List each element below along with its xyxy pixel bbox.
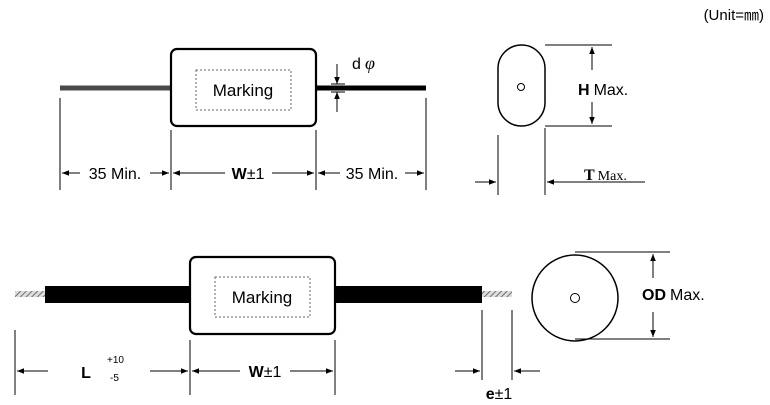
strip-length-tolerance: ±1 xyxy=(495,386,513,403)
unit-note: (Unit=㎜) xyxy=(704,7,764,24)
d-label: d xyxy=(352,56,361,73)
bottom-component: Marking xyxy=(15,255,512,336)
top-component: Marking xyxy=(60,47,426,128)
width-tolerance-bottom: ±1 xyxy=(264,364,282,381)
stripped-lead-right xyxy=(482,291,512,297)
thickness-max: Max. xyxy=(598,169,627,184)
lead-length-symbol: L xyxy=(81,365,91,382)
marking-area-bottom xyxy=(214,276,311,318)
height-max: Max. xyxy=(594,82,629,99)
marking-area xyxy=(195,69,292,111)
lead-diameter-dimension: d φ xyxy=(331,53,375,112)
height-symbol: H xyxy=(578,82,590,99)
lead-length-left: 35 Min. xyxy=(89,166,141,183)
resistor-body xyxy=(169,47,318,128)
phi-symbol: φ xyxy=(365,53,375,73)
width-dimension-bottom: W±1 xyxy=(249,364,282,381)
bottom-extension-lines xyxy=(14,310,513,395)
width-tolerance: ±1 xyxy=(247,166,265,183)
bottom-side-view xyxy=(531,251,670,342)
marking-label: Marking xyxy=(213,81,273,100)
top-side-view xyxy=(475,44,645,195)
width-dimension: W±1 xyxy=(232,166,265,183)
lead-length-right: 35 Min. xyxy=(346,166,398,183)
lead-length-plus-tolerance: +10 xyxy=(107,355,124,366)
outer-diameter-symbol: OD xyxy=(642,287,666,304)
strip-length-symbol: e xyxy=(486,386,495,403)
width-symbol-bottom: W xyxy=(249,364,265,381)
thickness-symbol: T xyxy=(584,167,595,184)
marking-label-bottom: Marking xyxy=(232,288,292,307)
stripped-lead-left xyxy=(15,291,45,297)
center-lead-dot xyxy=(570,293,580,303)
width-symbol: W xyxy=(232,166,248,183)
strip-length-dimension: e±1 xyxy=(486,386,513,403)
lead-center-dot xyxy=(517,83,525,91)
outer-diameter-max: Max. xyxy=(670,287,705,304)
resistor-body-bottom xyxy=(188,255,337,336)
insulated-lead-right xyxy=(335,286,482,303)
insulated-lead-left xyxy=(45,286,192,303)
top-extension-lines xyxy=(59,98,427,190)
lead-length-minus-tolerance: -5 xyxy=(110,373,119,384)
